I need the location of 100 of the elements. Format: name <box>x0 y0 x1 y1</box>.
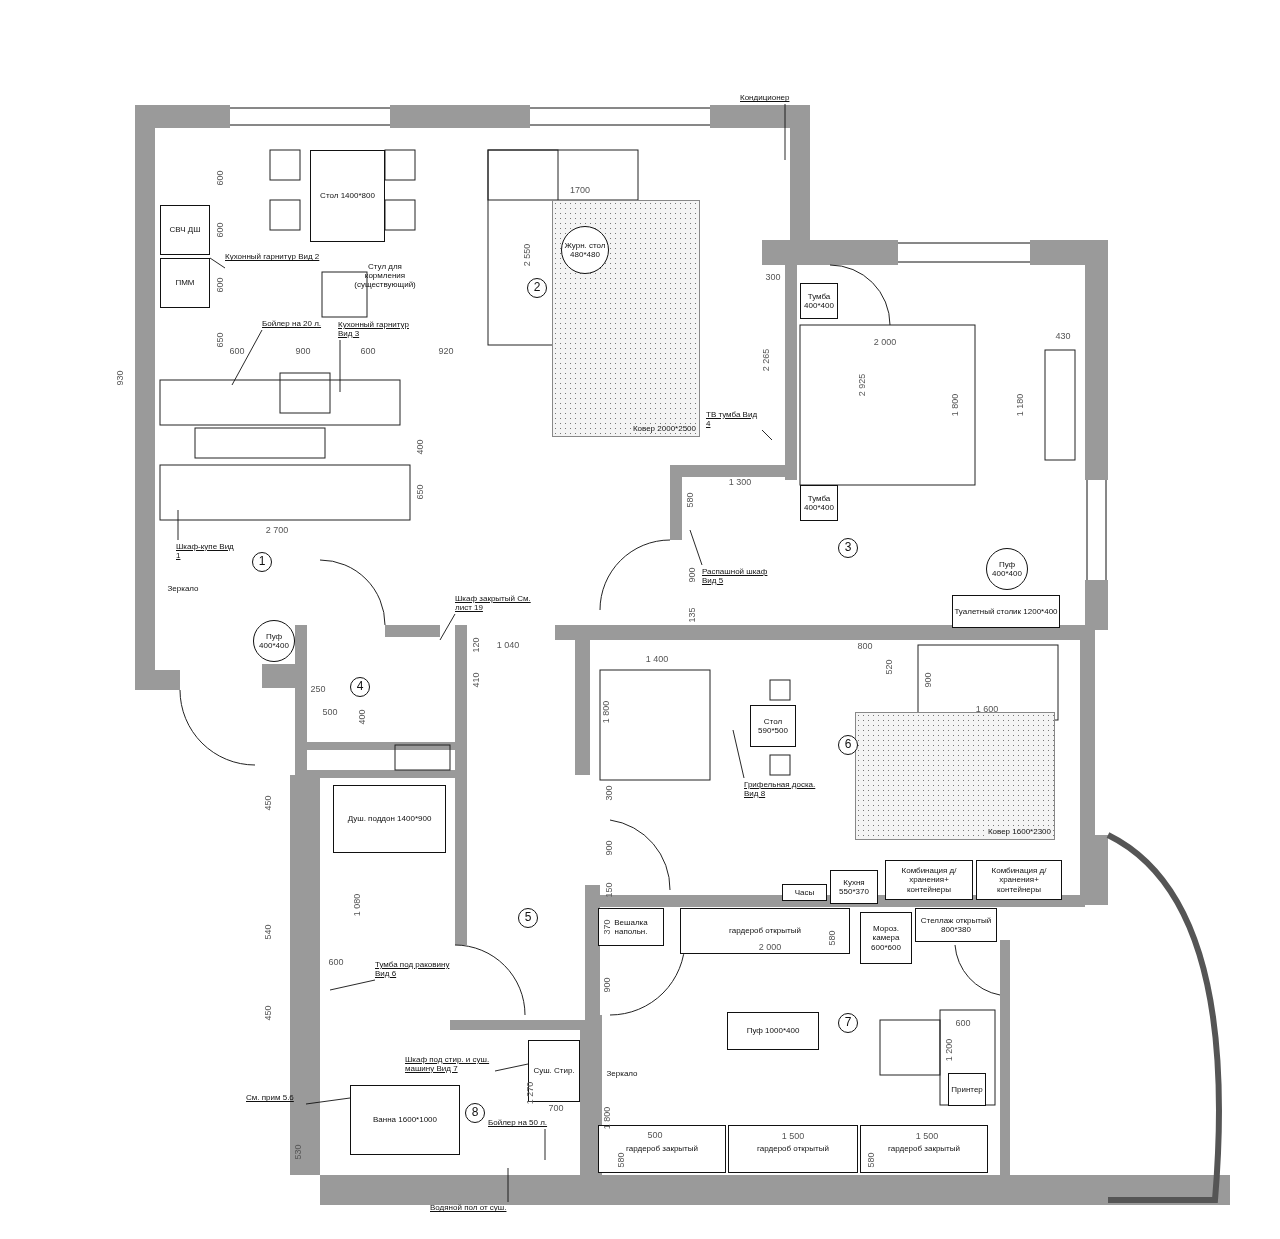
leader-line <box>329 979 376 991</box>
dimension-label: 600 <box>215 170 225 186</box>
leader-line <box>494 1063 529 1072</box>
dimension-label: 1 600 <box>975 704 999 714</box>
dimension-label: 2 925 <box>857 373 867 397</box>
furniture-box: Мороз. камера 600*600 <box>860 912 912 964</box>
leader-line <box>339 339 341 393</box>
room-number: 3 <box>838 538 858 558</box>
dimension-label: 120 <box>471 637 481 653</box>
dimension-label: 600 <box>229 346 245 356</box>
dimension-label: 1 800 <box>950 393 960 417</box>
room-number: 8 <box>465 1103 485 1123</box>
dimension-label: 580 <box>866 1152 876 1168</box>
dimension-label: 500 <box>322 707 338 717</box>
dimension-label: 1 500 <box>915 1131 939 1141</box>
room-number: 1 <box>252 552 272 572</box>
furniture-box: Тумба 400*400 <box>800 485 838 521</box>
dimension-label: 1 270 <box>525 1081 535 1105</box>
dimension-label: 900 <box>602 977 612 993</box>
furniture-box: Часы <box>782 884 827 901</box>
dimension-label: 1 300 <box>728 477 752 487</box>
furniture-box: Стеллаж открытый 800*380 <box>915 908 997 942</box>
furniture-box: Пуф 1000*400 <box>727 1012 819 1050</box>
room-number: 6 <box>838 735 858 755</box>
dimension-label: 1 040 <box>496 640 520 650</box>
dimension-label: 400 <box>357 709 367 725</box>
dimension-label: 580 <box>827 930 837 946</box>
rug-caption: Ковер 2000*2500 <box>632 423 696 433</box>
dimension-label: 650 <box>215 332 225 348</box>
callout-text: ТВ тумба Вид 4 <box>706 408 762 430</box>
dimension-label: 1 400 <box>645 654 669 664</box>
furniture-box: Душ. поддон 1400*900 <box>333 785 446 853</box>
callout-text: Шкаф закрытый См. лист 19 <box>455 592 535 614</box>
dimension-label: 650 <box>415 484 425 500</box>
note-text: Стул для кормления (существующий) <box>353 261 417 289</box>
dimension-label: 2 000 <box>873 337 897 347</box>
callout-text: Тумба под раковину Вид 6 <box>375 958 461 980</box>
dimension-label: 450 <box>263 1005 273 1021</box>
leader-line <box>209 257 226 269</box>
furniture-box: Кухня 550*370 <box>830 870 878 904</box>
round-furniture-outline: Пуф 400*400 <box>253 620 295 662</box>
dimension-label: 1 800 <box>602 1106 612 1130</box>
dimension-label: 900 <box>295 346 311 356</box>
dimension-label: 1 800 <box>601 700 611 724</box>
room-number: 2 <box>527 278 547 298</box>
leader-line <box>231 329 263 386</box>
leader-line <box>689 529 703 566</box>
dimension-label: 580 <box>685 492 695 508</box>
furniture-box: Стол 1400*800 <box>310 150 385 242</box>
dimension-label: 580 <box>616 1152 626 1168</box>
furniture-box: СВЧ ДШ <box>160 205 210 255</box>
dimension-label: 135 <box>687 607 697 623</box>
dimension-label: 500 <box>647 1130 663 1140</box>
note-text: Зеркало <box>605 1068 639 1078</box>
leader-line <box>761 429 773 441</box>
round-furniture-outline: Журн. стол 480*480 <box>561 226 609 274</box>
leader-line <box>177 509 179 541</box>
leader-line <box>439 613 456 641</box>
callout-text: Кухонный гарнитур Вид 3 <box>338 318 423 340</box>
callout-text: Кухонный гарнитур Вид 2 <box>225 246 320 268</box>
dimension-label: 600 <box>360 346 376 356</box>
dimension-label: 540 <box>263 924 273 940</box>
furniture-box: Стол 590*500 <box>750 705 796 747</box>
leader-line <box>507 1167 509 1203</box>
dimension-label: 800 <box>857 641 873 651</box>
dimension-label: 1 200 <box>944 1038 954 1062</box>
dimension-label: 1 180 <box>1015 393 1025 417</box>
dimension-label: 900 <box>604 840 614 856</box>
dimension-label: 600 <box>215 277 225 293</box>
rug-area <box>552 200 700 437</box>
dimension-label: 370 <box>602 919 612 935</box>
room-number: 4 <box>350 677 370 697</box>
dimension-label: 600 <box>328 957 344 967</box>
leader-line <box>732 729 745 779</box>
furniture-box: Ванна 1600*1000 <box>350 1085 460 1155</box>
dimension-label: 530 <box>293 1144 303 1160</box>
leader-line <box>305 1097 351 1105</box>
leader-line <box>544 1128 546 1161</box>
dimension-label: 450 <box>263 795 273 811</box>
rug-area <box>855 712 1055 840</box>
callout-text: См. прим 5.6 <box>246 1092 306 1104</box>
callout-text: Распашной шкаф Вид 5 <box>702 565 774 587</box>
furniture-box: ПММ <box>160 258 210 308</box>
dimension-label: 2 700 <box>265 525 289 535</box>
callout-text: Бойлер на 20 л. <box>262 318 332 330</box>
callout-text: Кондиционер <box>740 92 810 104</box>
round-furniture-outline: Пуф 400*400 <box>986 548 1028 590</box>
dimension-label: 430 <box>1055 331 1071 341</box>
note-text: Зеркало <box>166 583 200 593</box>
dimension-label: 2 000 <box>758 942 782 952</box>
leader-line <box>784 103 786 161</box>
callout-text: Водяной пол от суш. <box>430 1202 522 1214</box>
dimension-label: 410 <box>471 672 481 688</box>
callout-text: Грифельная доска. Вид 8 <box>744 778 820 800</box>
furniture-box: Принтер <box>948 1073 986 1106</box>
room-number: 5 <box>518 908 538 928</box>
dimension-label: 520 <box>884 659 894 675</box>
dimension-label: 300 <box>765 272 781 282</box>
dimension-label: 400 <box>415 439 425 455</box>
callout-text: Шкаф-купе Вид 1 <box>176 540 238 562</box>
